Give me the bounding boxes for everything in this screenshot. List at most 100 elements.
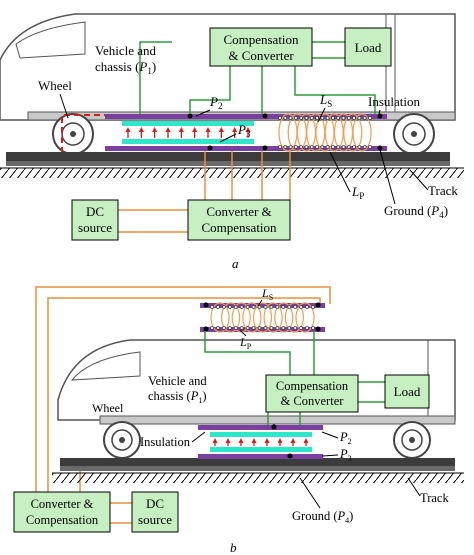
insulation-label-a: Insulation <box>368 94 420 109</box>
winding-dot <box>320 145 325 149</box>
winding-dot <box>221 326 226 330</box>
winding-dot <box>239 305 244 309</box>
winding-dot <box>283 116 288 120</box>
coil-turn <box>242 302 262 333</box>
winding-dot <box>341 116 346 120</box>
caption-a: a <box>232 256 239 271</box>
winding-dot <box>293 145 298 149</box>
winding-dot <box>368 116 372 120</box>
load-box-a: Load <box>344 27 392 67</box>
winding-dot <box>278 145 282 149</box>
ground-hatch-b <box>52 473 464 483</box>
winding-dot <box>325 145 330 149</box>
winding-dot <box>362 145 367 149</box>
winding-dot <box>299 116 304 120</box>
p3-label-a: P3 <box>237 122 251 139</box>
track-label-b: Track <box>420 491 449 505</box>
winding-dot <box>331 145 335 149</box>
svg-text:Converter &: Converter & <box>206 204 271 219</box>
wheel-right-b <box>393 421 431 459</box>
winding-dot <box>315 145 319 149</box>
plate-p2-cyan-a <box>122 121 254 126</box>
winding-dot <box>227 326 232 330</box>
winding-dot <box>233 305 238 309</box>
winding-dot <box>293 116 298 120</box>
ground-label-a: Ground (P4) <box>384 203 448 220</box>
field-arrow-head <box>218 127 224 132</box>
coil-turn <box>284 302 304 333</box>
lp-label-a: LP <box>351 184 364 201</box>
p3-label-b: P3 <box>339 447 352 463</box>
field-arrow-head <box>277 438 283 443</box>
winding-dot <box>288 116 293 120</box>
winding-dot <box>216 305 220 309</box>
coil-turn <box>295 302 315 333</box>
winding-dot <box>210 305 214 309</box>
winding-dot <box>275 326 280 330</box>
rail-a <box>6 152 450 161</box>
field-arrow-head <box>245 127 251 132</box>
dc-source-box-b: DC source <box>131 491 179 533</box>
field-arrow-head <box>225 438 231 443</box>
field-arrow-head <box>165 127 171 132</box>
comp-conv-box-a: Compensation & Converter <box>209 27 313 67</box>
winding-dot <box>305 305 309 309</box>
panel-b: Compensation & Converter Load Converter … <box>13 286 464 555</box>
svg-text:Compensation: Compensation <box>276 379 349 393</box>
coil-turn <box>274 302 294 333</box>
winding-dot <box>309 116 314 120</box>
coil-ls-plate-a <box>262 114 387 119</box>
winding-dot <box>233 326 238 330</box>
rail-b <box>60 458 455 466</box>
winding-dot <box>251 326 256 330</box>
winding-dot <box>221 305 226 309</box>
winding-dot <box>283 145 288 149</box>
caption-b: b <box>230 540 237 555</box>
winding-dot <box>311 326 315 330</box>
winding-dot <box>281 326 286 330</box>
winding-dot <box>269 326 274 330</box>
winding-dot <box>275 305 280 309</box>
field-arrow-head <box>138 127 144 132</box>
field-arrows-b <box>212 438 309 446</box>
svg-text:DC: DC <box>86 204 104 219</box>
coil-turn <box>352 113 372 152</box>
field-arrow-head <box>125 127 131 132</box>
winding-dot <box>346 145 351 149</box>
insulation-label-b: Insulation <box>140 435 191 449</box>
field-arrows-a <box>125 127 251 138</box>
winding-dot <box>368 145 372 149</box>
conv-comp-box-b: Converter & Compensation <box>13 491 111 533</box>
field-arrow-head <box>290 438 296 443</box>
winding-dot <box>352 116 357 120</box>
field-arrow-head <box>232 127 238 132</box>
train-window-a <box>15 21 86 59</box>
conv-comp-box-a: Converter & Compensation <box>187 199 291 241</box>
plate-p2-purple-a <box>105 114 265 119</box>
winding-dot <box>227 305 232 309</box>
svg-text:chassis (P1): chassis (P1) <box>148 389 207 405</box>
plate-p3-purple-a <box>105 146 265 151</box>
field-arrow-head <box>264 438 270 443</box>
coil-lp-plate-a <box>262 146 387 151</box>
field-arrow-head <box>212 438 218 443</box>
plate-p2-cyan-b <box>210 432 312 437</box>
winding-dot <box>304 116 309 120</box>
winding-dot <box>362 116 367 120</box>
field-arrow-head <box>178 127 184 132</box>
ls-label-a: LS <box>319 92 332 109</box>
winding-dot <box>257 326 262 330</box>
coil-windings-a <box>278 113 372 152</box>
winding-dot <box>263 326 268 330</box>
coil-turn <box>343 113 363 152</box>
winding-dot <box>341 145 346 149</box>
coil-turn <box>231 302 251 333</box>
winding-dot <box>251 305 256 309</box>
coil-windings-b <box>210 302 315 333</box>
wheel-left-a <box>52 113 94 155</box>
winding-dot <box>346 116 351 120</box>
green-wires-b <box>204 331 385 425</box>
plate-p2-purple-b <box>198 425 323 430</box>
vehicle-label-b: Vehicle and <box>148 374 207 388</box>
